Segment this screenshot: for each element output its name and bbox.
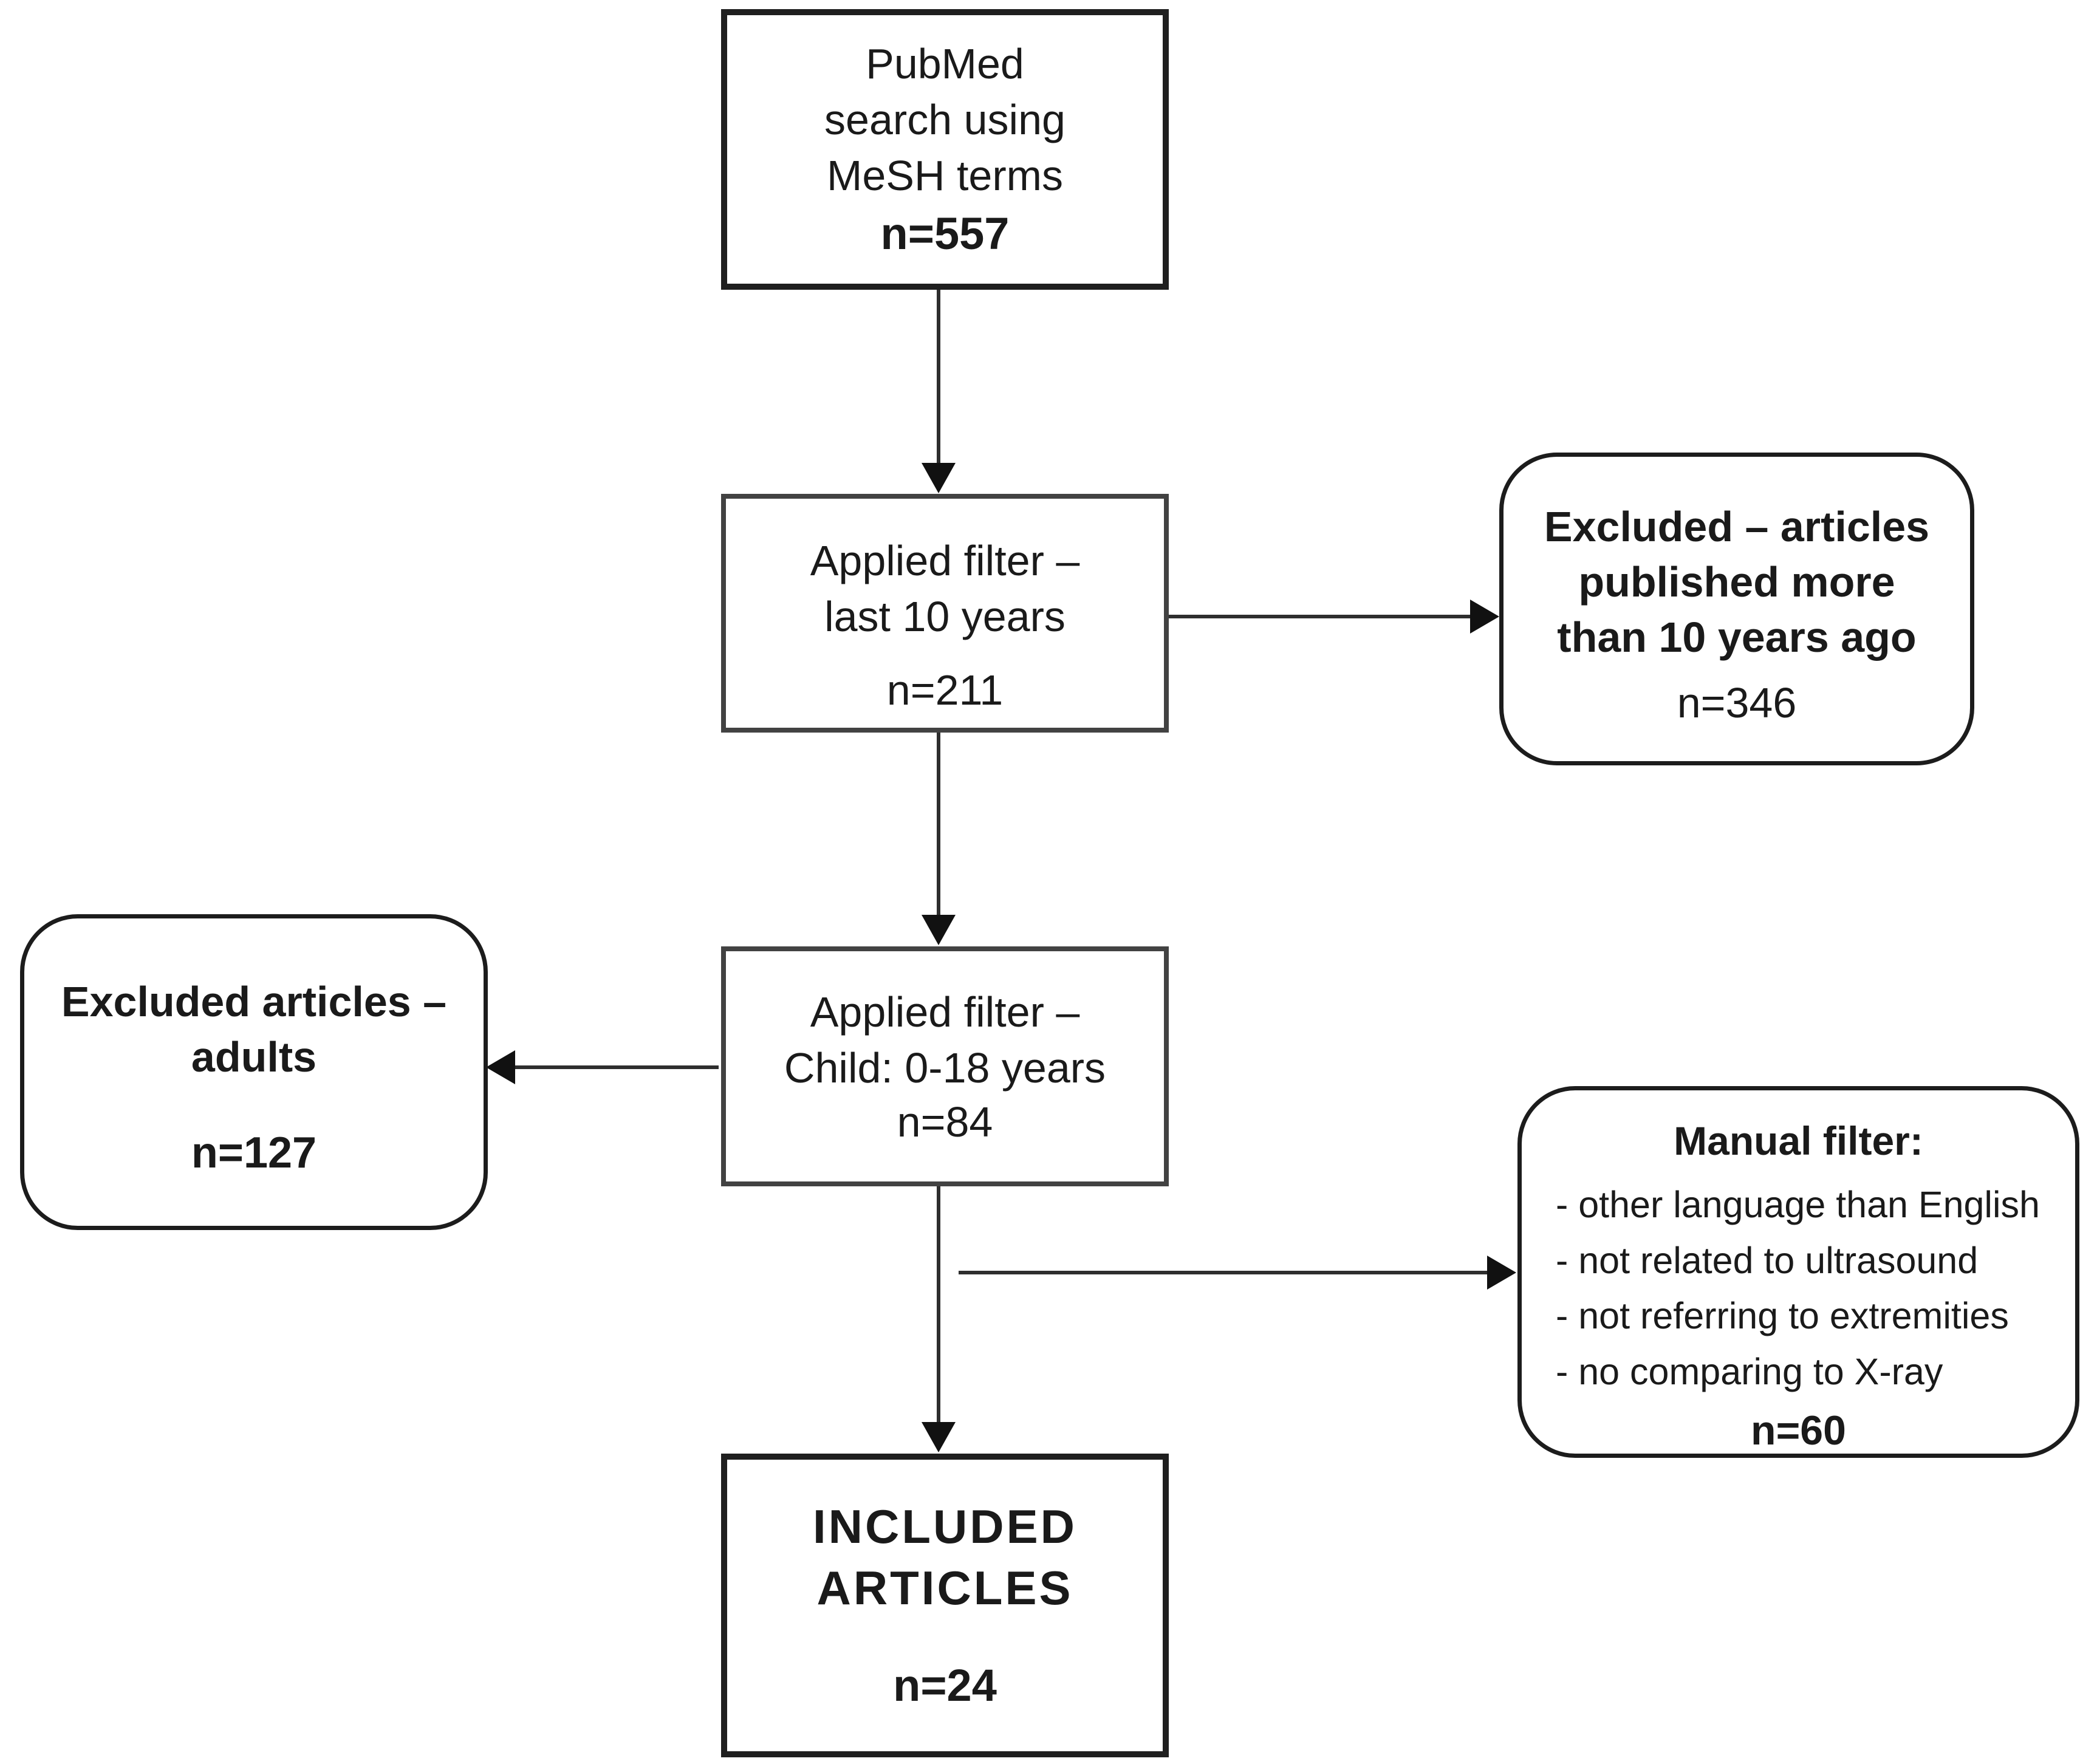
arrow-right-icon (1470, 600, 1499, 634)
filter-last-10-years-count: n=211 (886, 666, 1004, 714)
manual-filter-item: - other language than English (1556, 1184, 2040, 1225)
flow-arrow-line (937, 733, 940, 916)
arrow-down-icon (922, 463, 956, 493)
pubmed-search-box: PubMed search using MeSH terms n=557 (721, 9, 1169, 290)
manual-filter-count: n=60 (1751, 1407, 1846, 1454)
manual-filter-title: Manual filter: (1674, 1118, 1923, 1163)
filter-child-label: Applied filter – Child: 0-18 years (726, 951, 1164, 1096)
text-line: adults (191, 1033, 317, 1081)
text-line: INCLUDED (813, 1500, 1077, 1553)
excluded-adults-label: Excluded articles – adults (24, 918, 484, 1085)
manual-filter-item: - not related to ultrasound (1556, 1239, 1979, 1281)
excluded-adults-box: Excluded articles – adults n=127 (20, 914, 488, 1230)
arrow-right-icon (1487, 1256, 1516, 1290)
text-line: ARTICLES (816, 1561, 1073, 1615)
text-line: Child: 0-18 years (784, 1044, 1106, 1092)
flow-arrow-line (937, 290, 940, 465)
text-line: Applied filter – (810, 537, 1080, 584)
excluded-old-articles-label: Excluded – articles published more than … (1503, 457, 1970, 665)
manual-filter-box: Manual filter: - other language than Eng… (1517, 1086, 2079, 1458)
text-line: Excluded – articles (1544, 503, 1930, 550)
flow-arrow-line (959, 1271, 1488, 1274)
excluded-adults-count: n=127 (191, 1129, 317, 1178)
included-articles-count: n=24 (893, 1660, 997, 1711)
flow-arrow-line (513, 1065, 719, 1069)
pubmed-count: n=557 (880, 208, 1010, 259)
text-line: published more (1578, 558, 1895, 606)
filter-child-box: Applied filter – Child: 0-18 years n=84 (721, 946, 1169, 1186)
text-line: Applied filter – (810, 988, 1080, 1036)
excluded-old-articles-count: n=346 (1677, 679, 1797, 726)
text-line: MeSH terms (827, 152, 1063, 200)
text-line: search using (824, 95, 1066, 143)
filter-last-10-years-label: Applied filter – last 10 years (726, 499, 1164, 645)
filter-last-10-years-box: Applied filter – last 10 years n=211 (721, 494, 1169, 733)
filter-child-count: n=84 (897, 1098, 993, 1146)
excluded-old-articles-box: Excluded – articles published more than … (1499, 453, 1974, 765)
manual-filter-items: - other language than English - not rela… (1522, 1171, 2075, 1400)
included-articles-box: INCLUDED ARTICLES n=24 (721, 1454, 1169, 1757)
pubmed-search-label: PubMed search using MeSH terms (824, 36, 1066, 204)
arrow-down-icon (922, 1422, 956, 1452)
included-articles-label: INCLUDED ARTICLES (727, 1460, 1163, 1619)
flow-arrow-line (937, 1186, 940, 1423)
text-line: than 10 years ago (1557, 614, 1917, 661)
flow-arrow-line (1169, 615, 1471, 618)
manual-filter-item: - no comparing to X-ray (1556, 1350, 1943, 1392)
text-line: last 10 years (824, 593, 1066, 641)
arrow-down-icon (922, 915, 956, 945)
text-line: Excluded articles – (61, 978, 447, 1025)
arrow-left-icon (486, 1050, 515, 1084)
manual-filter-item: - not referring to extremities (1556, 1295, 2009, 1336)
text-line: PubMed (866, 39, 1024, 87)
